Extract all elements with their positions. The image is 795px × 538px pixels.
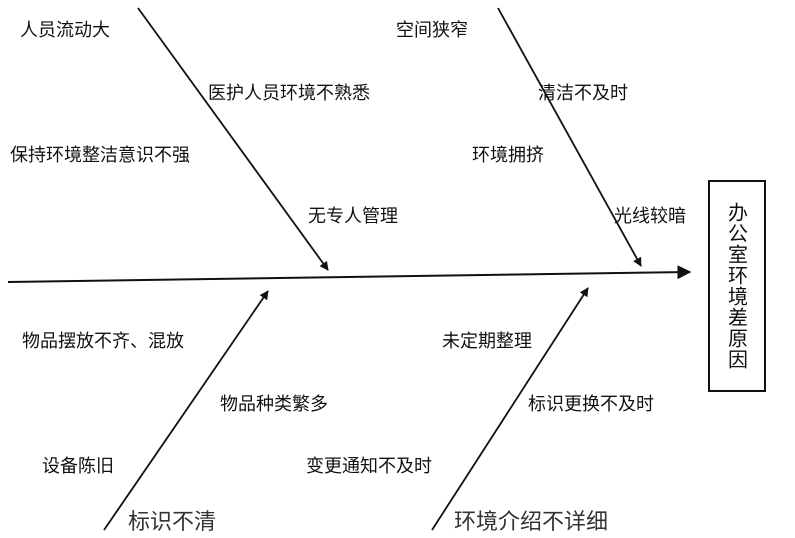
cause-label: 未定期整理 [442,331,532,352]
cause-label: 物品种类繁多 [220,394,328,415]
bone-bottom-left [103,290,269,531]
cause-label: 无专人管理 [308,206,398,227]
cause-label: 人员流动大 [20,20,110,41]
cause-label: 空间狭窄 [396,20,468,41]
effect-box: 办公室环境差原因 [708,180,766,392]
bone-top-right [497,7,642,267]
bone-title: 标识不清 [128,510,217,535]
effect-label: 办公室环境差原因 [724,202,749,370]
bone-top-left [137,7,329,271]
spine-arrow [7,265,692,283]
cause-label: 标识更换不及时 [528,394,654,415]
cause-label: 环境拥挤 [472,145,544,166]
bone-title: 环境介绍不详细 [454,510,609,535]
cause-label: 设备陈旧 [42,456,114,477]
cause-label: 光线较暗 [614,206,686,227]
cause-label: 医护人员环境不熟悉 [208,83,370,104]
cause-label: 保持环境整洁意识不强 [10,145,190,166]
cause-label: 物品摆放不齐、混放 [22,331,184,352]
cause-label: 变更通知不及时 [306,456,432,477]
cause-label: 清洁不及时 [538,83,628,104]
bone-bottom-right [431,287,589,531]
